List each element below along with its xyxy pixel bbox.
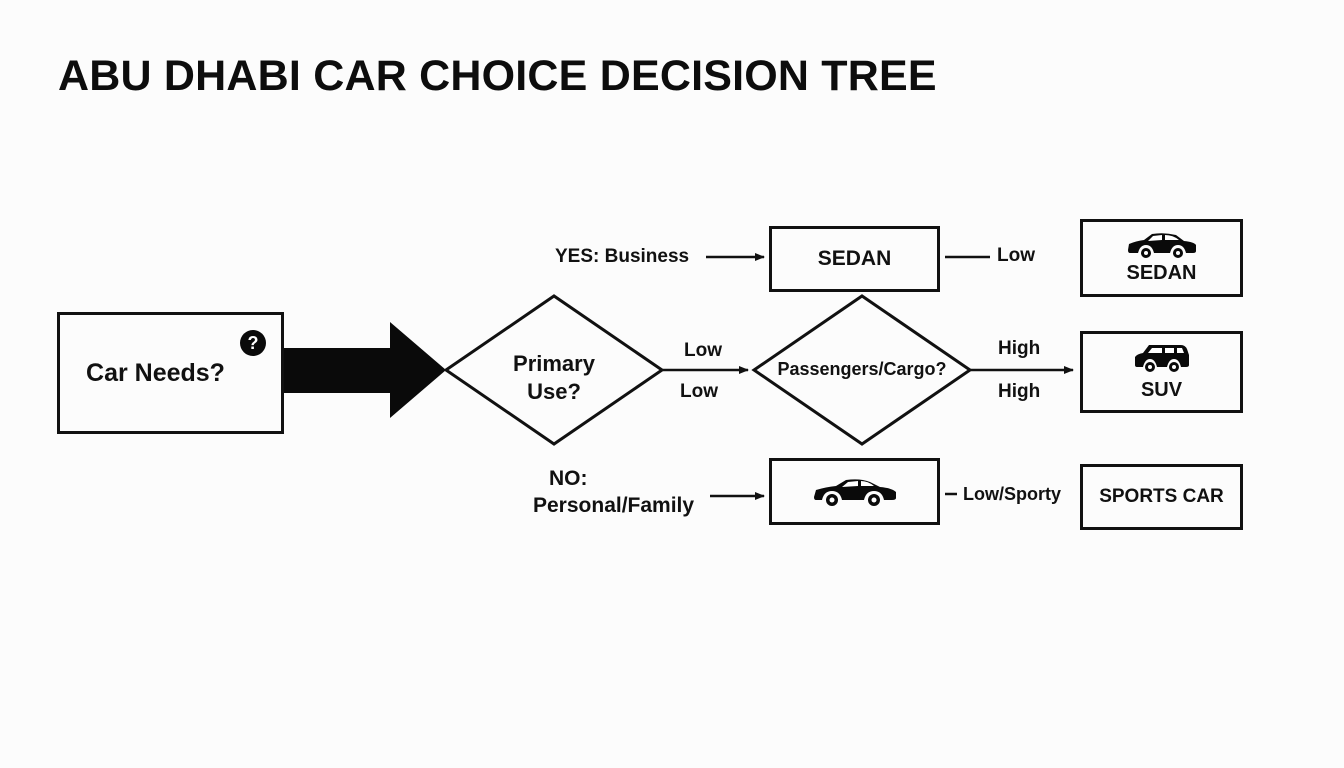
sedan-outcome-label: SEDAN xyxy=(1126,261,1197,284)
sedan-mid-label: SEDAN xyxy=(817,247,892,270)
low-top-label: Low xyxy=(684,340,722,361)
sedan-outcome-box: SEDAN xyxy=(1080,219,1243,297)
personal-family-label: Personal/Family xyxy=(533,494,695,517)
sedan-mid-box: SEDAN xyxy=(769,226,940,292)
low-bottom-label: Low xyxy=(680,381,718,402)
sedan-low-label: Low xyxy=(997,245,1035,266)
no-label: NO: xyxy=(549,467,588,490)
sports-car-outcome-box: SPORTS CAR xyxy=(1080,464,1243,530)
low-sporty-label: Low/Sporty xyxy=(963,484,1061,504)
svg-text:?: ? xyxy=(248,333,259,353)
sports-car-outcome-label: SPORTS CAR xyxy=(1099,486,1224,507)
sports-icon-box xyxy=(769,458,940,525)
yes-business-label: YES: Business xyxy=(555,246,690,267)
sports-car-icon xyxy=(813,478,896,506)
suv-icon xyxy=(1134,344,1189,372)
suv-outcome-label: SUV xyxy=(1140,378,1183,401)
primary-use-label: Primary Use? xyxy=(513,351,595,404)
high-bottom-label: High xyxy=(998,381,1041,402)
sedan-car-icon xyxy=(1127,232,1196,258)
suv-outcome-box: SUV xyxy=(1080,331,1243,413)
high-top-label: High xyxy=(998,338,1041,359)
question-circle-icon: ? xyxy=(240,330,266,356)
car-needs-label: Car Needs? xyxy=(86,358,225,387)
diagram-title: ABU DHABI CAR CHOICE DECISION TREE xyxy=(58,52,937,100)
big-arrow xyxy=(284,322,446,418)
passengers-label: Passengers/Cargo? xyxy=(777,359,947,379)
